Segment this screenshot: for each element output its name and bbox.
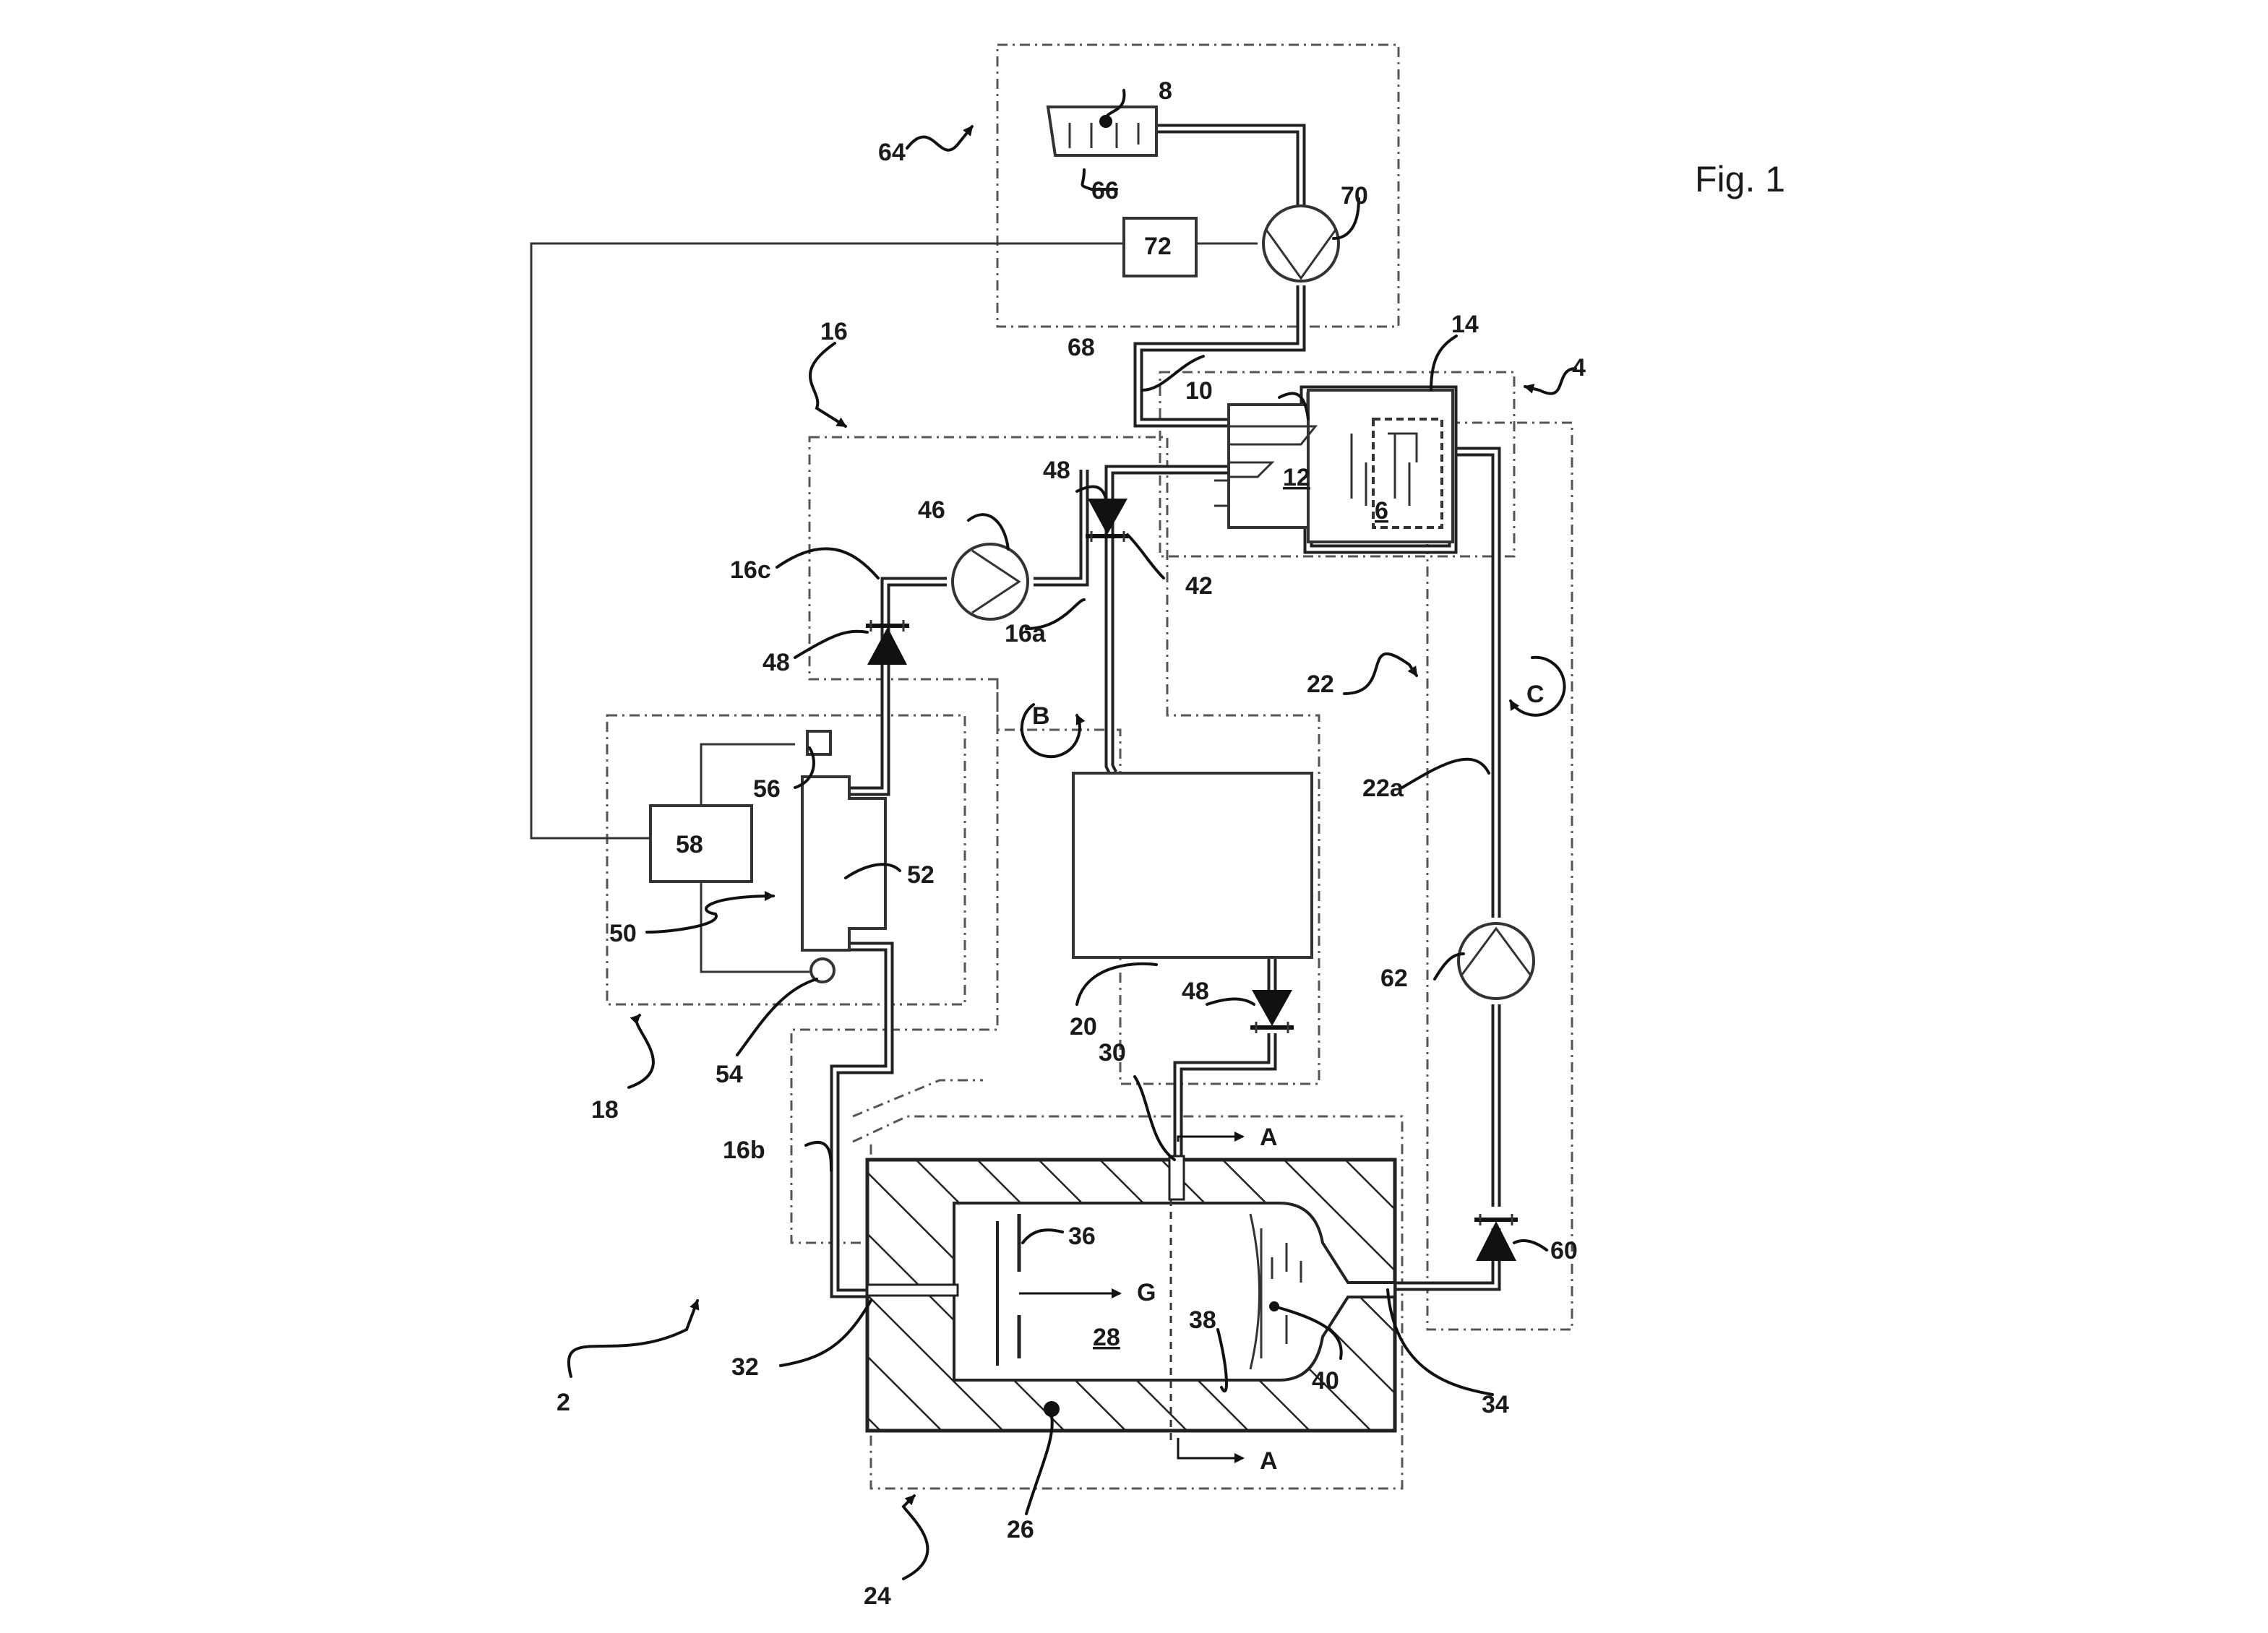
pump-46 (951, 543, 1029, 621)
ref-26: 26 (1007, 1516, 1034, 1543)
outline-16-lower (790, 679, 999, 1244)
ref-28: 28 (1093, 1324, 1120, 1351)
ref-24: 24 (864, 1582, 891, 1610)
ref-14: 14 (1451, 311, 1479, 338)
ref-46: 46 (918, 496, 945, 524)
ref-30: 30 (1099, 1039, 1126, 1067)
circulation-arrow-B (1020, 703, 1086, 759)
pipes (830, 124, 1501, 1298)
ref-22a: 22a (1362, 775, 1404, 802)
sensor-54 (809, 957, 836, 983)
signal-58-54 (700, 871, 809, 973)
ref-48-bottom: 48 (1182, 978, 1209, 1005)
unit-52 (801, 775, 887, 952)
leader-lines (567, 89, 1577, 1580)
ref-72: 72 (1144, 233, 1172, 260)
ref-C: C (1526, 681, 1545, 708)
ref-68: 68 (1068, 334, 1095, 361)
ref-6: 6 (1375, 497, 1388, 525)
press-body-26 (865, 1155, 1397, 1445)
check-valve-48-bottom (1250, 990, 1294, 1033)
check-valve-48-top (1086, 499, 1129, 542)
controller-58 (649, 804, 753, 883)
section-arrow-bottom (1177, 1438, 1245, 1463)
subsystem-outlines (606, 43, 1573, 1490)
housing-20 (1072, 772, 1313, 959)
ref-B: B (1032, 702, 1050, 730)
ref-50: 50 (609, 920, 637, 947)
ref-10: 10 (1185, 377, 1213, 405)
ref-16: 16 (820, 318, 848, 345)
pump-62 (1457, 922, 1535, 1000)
ref-12: 12 (1283, 464, 1310, 491)
controller-72 (1122, 217, 1198, 277)
ref-16c: 16c (730, 556, 771, 584)
ref-16b: 16b (723, 1137, 765, 1164)
reservoir-8 (1046, 105, 1158, 157)
ref-54: 54 (716, 1061, 743, 1088)
check-valve-60 (1474, 1214, 1518, 1261)
ref-G: G (1137, 1279, 1156, 1306)
ref-A-top: A (1260, 1124, 1278, 1151)
ref-62: 62 (1380, 965, 1408, 992)
ref-32: 32 (731, 1353, 759, 1381)
pump-70 (1262, 204, 1340, 283)
ref-70: 70 (1341, 182, 1368, 210)
block-4 (1214, 389, 1454, 543)
signal-58-56 (700, 743, 795, 806)
ref-48-left: 48 (763, 649, 790, 676)
outline-18 (606, 714, 966, 1006)
ref-16a: 16a (1005, 620, 1047, 647)
ref-4: 4 (1572, 354, 1586, 382)
outline-64 (996, 43, 1400, 328)
ref-22: 22 (1307, 671, 1334, 698)
ref-2: 2 (557, 1389, 570, 1416)
ref-56: 56 (753, 775, 781, 803)
ref-18: 18 (591, 1096, 619, 1124)
ref-20: 20 (1070, 1013, 1097, 1040)
ref-8: 8 (1159, 77, 1172, 105)
outline-16 (808, 436, 1320, 1085)
ref-64: 64 (878, 139, 906, 166)
ref-42: 42 (1185, 572, 1213, 600)
ref-38: 38 (1189, 1306, 1216, 1334)
ref-58: 58 (676, 831, 703, 858)
ref-34: 34 (1482, 1391, 1509, 1418)
ref-40: 40 (1312, 1367, 1339, 1395)
figure-label: Fig. 1 (1695, 159, 1785, 199)
ref-48-top: 48 (1043, 457, 1070, 484)
outline-22 (1426, 421, 1573, 1331)
ref-66: 66 (1091, 177, 1119, 204)
signal-72-58 (530, 242, 1124, 840)
section-arrow-top (1177, 1132, 1245, 1142)
ref-36: 36 (1068, 1223, 1096, 1250)
reference-numerals: 8 64 66 70 72 68 10 12 6 14 4 16 48 46 4… (557, 77, 1586, 1610)
circulation-arrow-C (1509, 655, 1566, 717)
ref-52: 52 (907, 861, 935, 889)
ref-A-bottom: A (1260, 1447, 1278, 1475)
outline-24 (852, 1115, 1404, 1490)
outline-24-back (852, 1079, 983, 1118)
check-valve-48-left (866, 620, 909, 665)
ref-60: 60 (1550, 1237, 1578, 1264)
